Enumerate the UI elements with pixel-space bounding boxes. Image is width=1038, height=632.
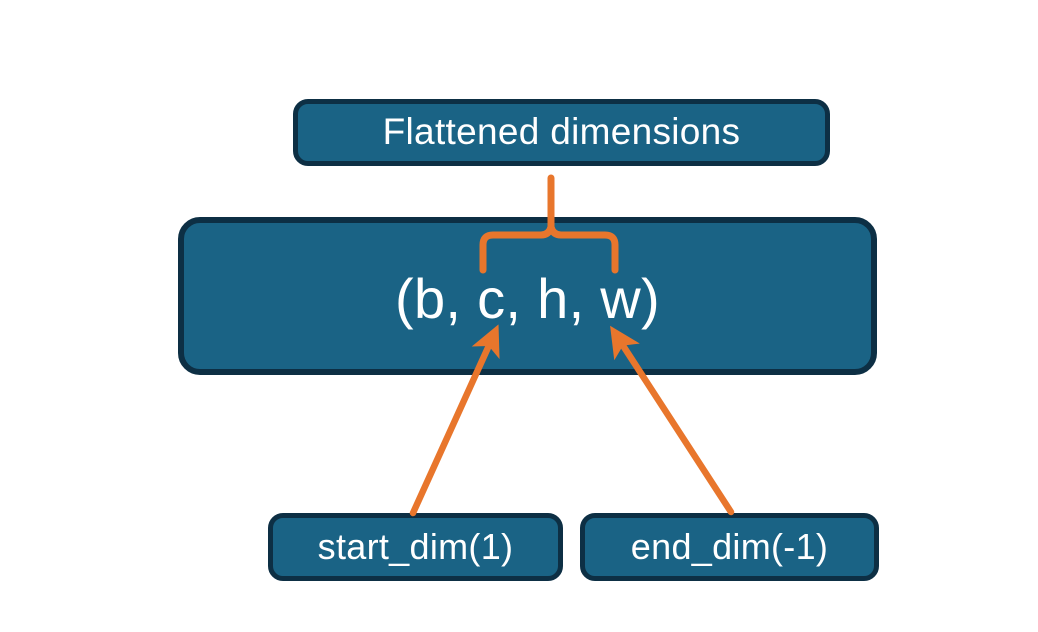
node-end-dim-label: end_dim(-1) [630,526,829,568]
node-end-dim[interactable]: end_dim(-1) [580,513,879,581]
node-start-dim[interactable]: start_dim(1) [268,513,563,581]
node-flattened-dimensions-label: Flattened dimensions [382,111,741,153]
node-tensor-shape-label: (b, c, h, w) [395,266,660,330]
node-tensor-shape[interactable]: (b, c, h, w) [178,217,877,375]
node-flattened-dimensions[interactable]: Flattened dimensions [293,99,830,166]
node-start-dim-label: start_dim(1) [317,526,514,568]
